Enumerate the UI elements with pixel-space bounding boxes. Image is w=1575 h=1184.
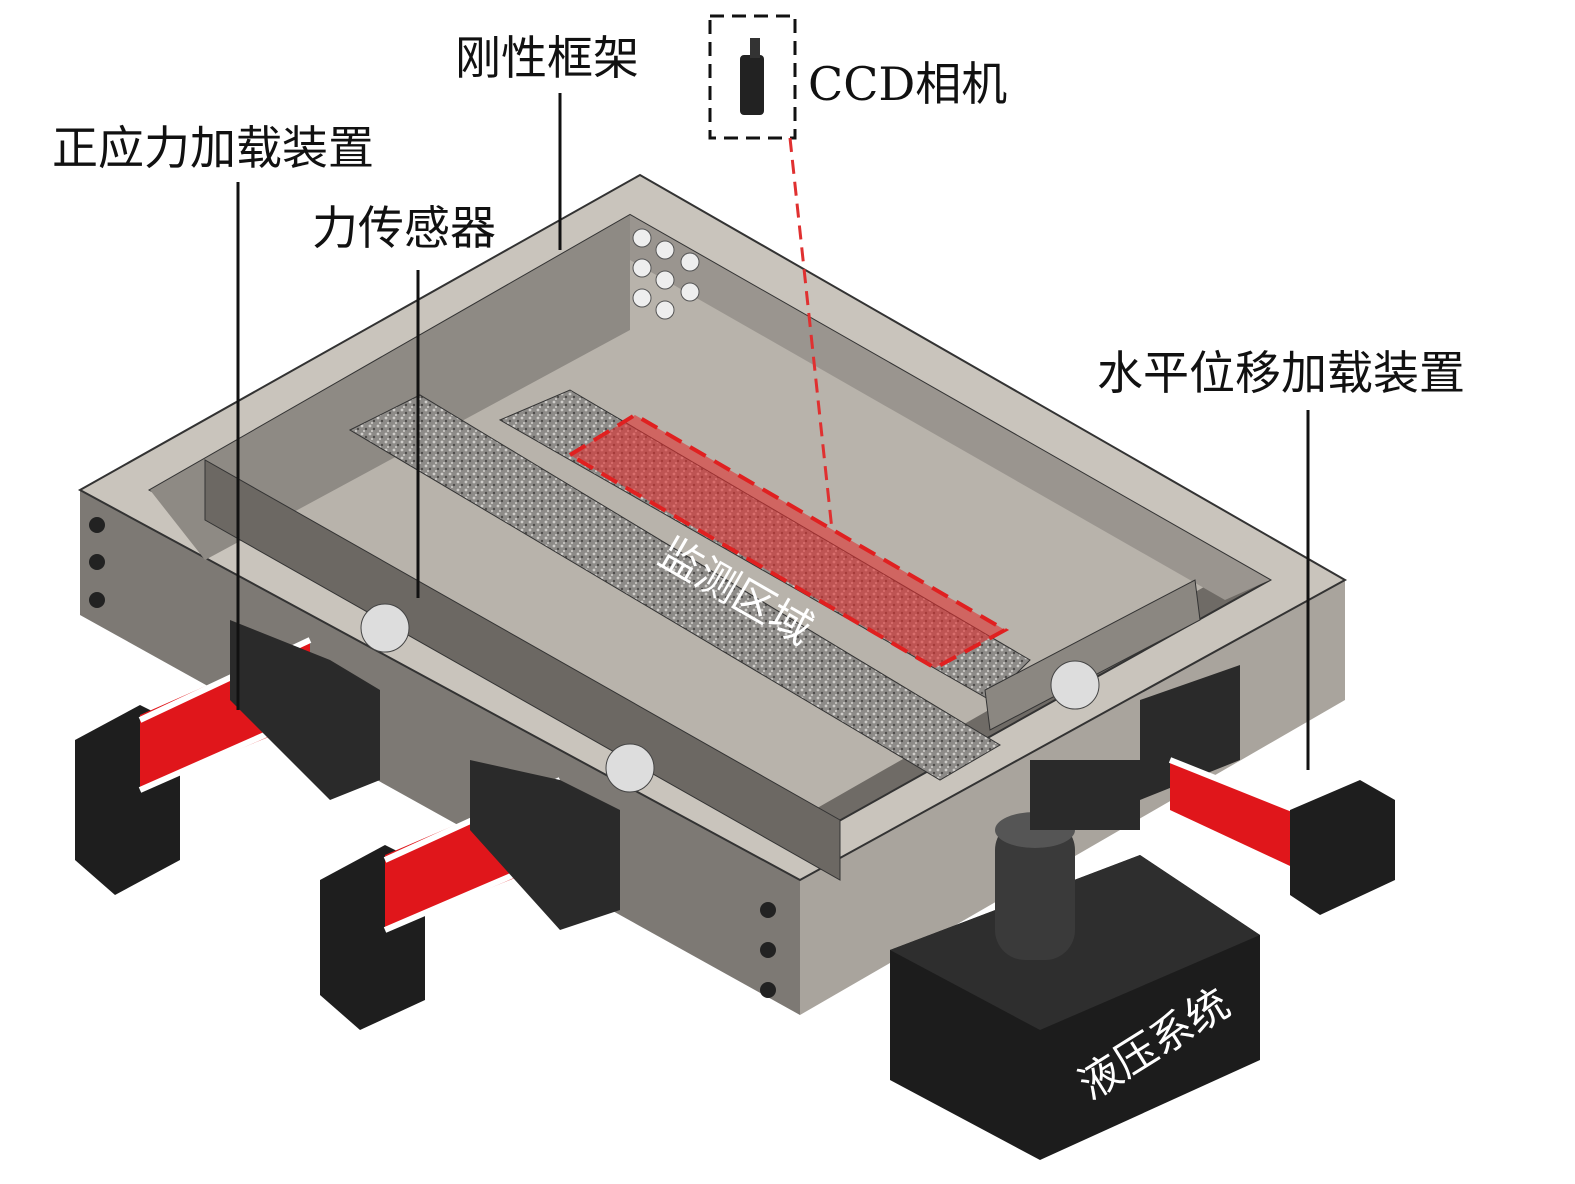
label-ccd-camera: CCD相机 — [808, 57, 1008, 111]
force-sensor — [360, 603, 410, 653]
horizontal-displacement-cylinder — [1140, 665, 1395, 915]
hydraulic-system — [890, 760, 1260, 1160]
ccd-camera — [708, 14, 834, 531]
monitoring-area — [566, 412, 1010, 671]
label-normal-stress-loader: 正应力加载装置 — [52, 121, 374, 175]
label-horizontal-displacement-loader: 水平位移加载装置 — [1097, 346, 1465, 400]
right-loading-plate — [984, 579, 1201, 731]
label-rigid-frame: 刚性框架 — [455, 31, 639, 85]
label-force-sensor: 力传感器 — [312, 201, 496, 255]
normal-stress-cylinder-2 — [320, 760, 620, 1030]
left-loading-plate — [204, 459, 841, 881]
leader-lines — [236, 93, 1310, 770]
soil-sample — [348, 394, 1001, 781]
normal-stress-cylinder-1 — [75, 620, 380, 895]
